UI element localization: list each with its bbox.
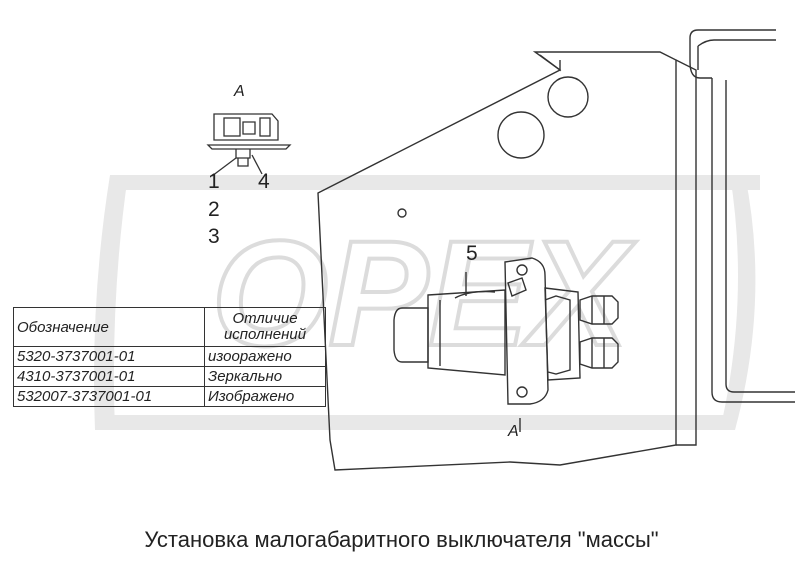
view-a-label: A	[234, 83, 245, 100]
column-header-designation: Обозначение	[13, 307, 205, 347]
view-a-detail	[206, 113, 292, 177]
table-header-row: Обозначение Отличие исполнений	[13, 307, 326, 347]
item-label-1: 1	[208, 170, 220, 193]
table-cell-designation: 5320-3737001-01	[13, 346, 205, 367]
bracket-plate	[317, 51, 697, 471]
table-row: 532007-3737001-01 Изображено	[13, 386, 326, 407]
table-row: 5320-3737001-01 изооражено	[13, 346, 326, 367]
variants-table: Обозначение Отличие исполнений 5320-3737…	[13, 307, 326, 407]
table-cell-difference: Изображено	[204, 386, 326, 407]
drawing-caption: Установка малогабаритного выключателя "м…	[144, 527, 659, 552]
table-cell-difference: изооражено	[204, 346, 326, 367]
table-row: 4310-3737001-01 Зеркально	[13, 366, 326, 387]
table-cell-designation: 532007-3737001-01	[13, 386, 205, 407]
mass-switch	[393, 257, 619, 405]
item-label-2: 2	[208, 198, 220, 221]
item-label-5: 5	[466, 242, 478, 265]
table-cell-difference: Зеркально	[204, 366, 326, 387]
view-a-arrow-label: A	[508, 423, 519, 440]
table-cell-designation: 4310-3737001-01	[13, 366, 205, 387]
frame-channel	[689, 29, 795, 403]
column-header-difference: Отличие исполнений	[204, 307, 326, 347]
item-label-4: 4	[258, 170, 270, 193]
item-label-3: 3	[208, 225, 220, 248]
